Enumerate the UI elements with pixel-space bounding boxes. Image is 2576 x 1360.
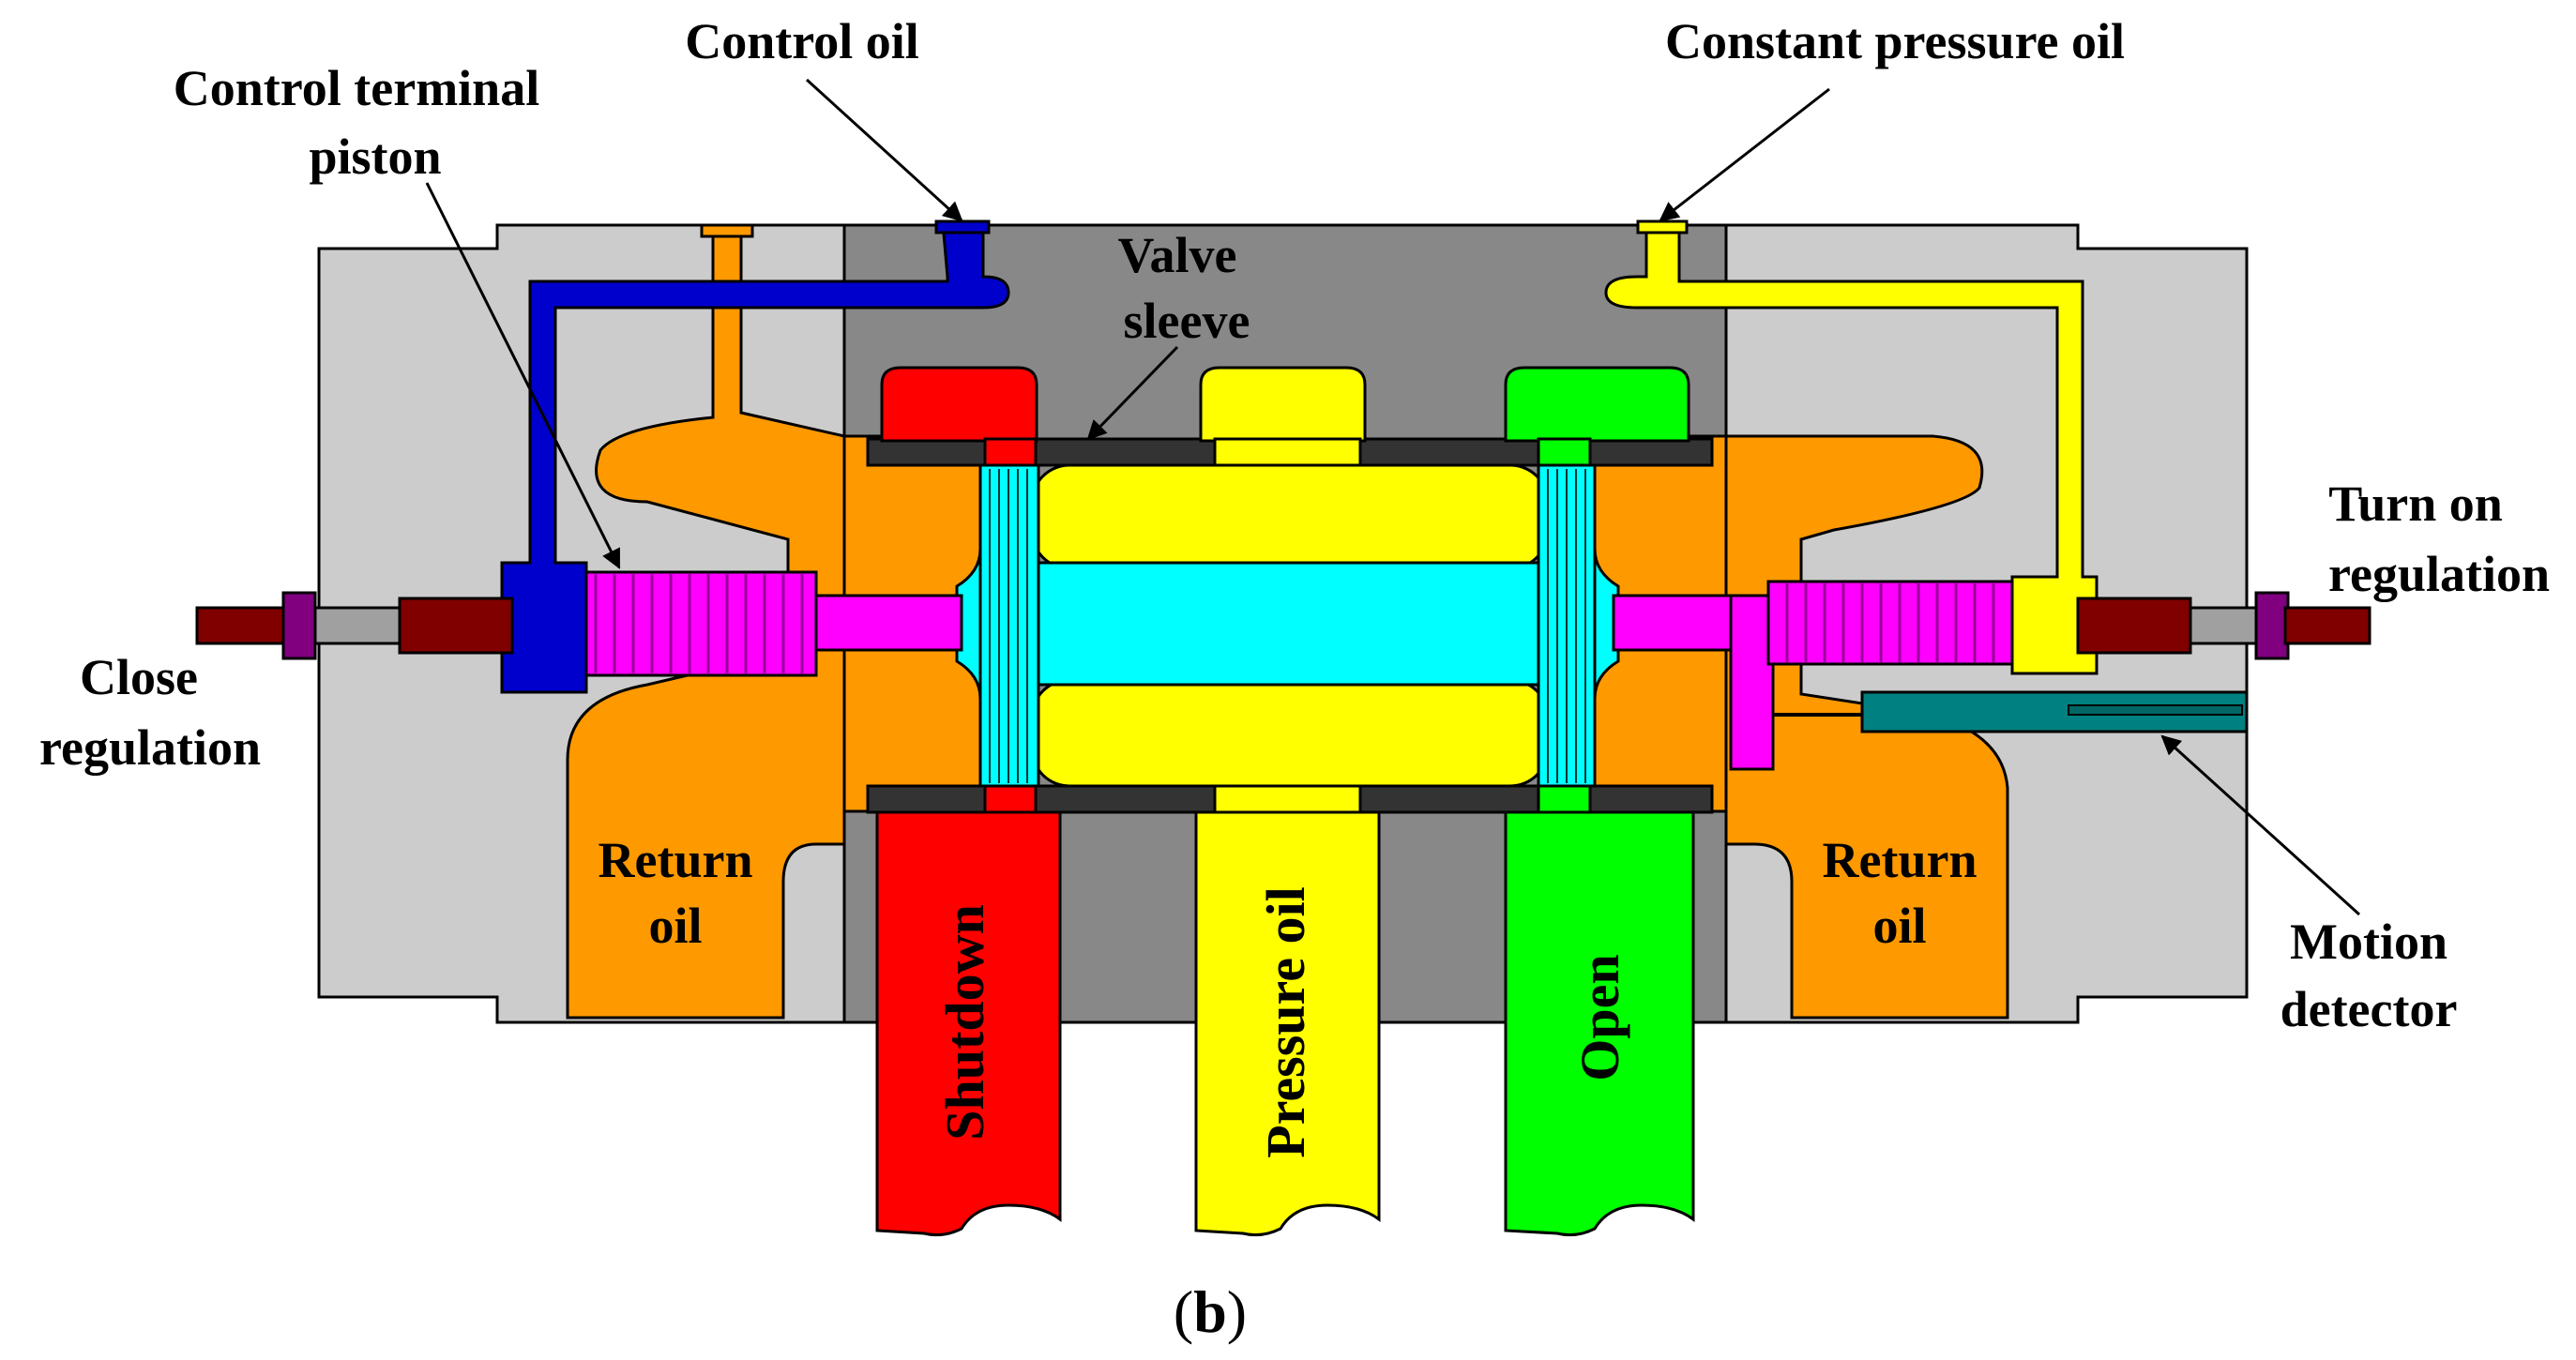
control-terminal-piston-right [1766,580,2042,666]
control-oil-label: Control oil [685,13,919,69]
spool-left-neck [955,548,982,700]
close-regulation-label-line2: regulation [39,719,261,776]
right-piston-rod-stem [1729,594,1775,771]
return-oil-right-label-line1: Return [1823,832,1977,888]
open-port-neck [1537,437,1592,467]
open-port-neck-bottom [1537,784,1592,814]
open-label: Open [1569,954,1630,1080]
valve-sleeve-label-line2: sleeve [1124,293,1250,349]
spool-right-neck [1593,548,1620,700]
left-adjust-nut [281,591,317,660]
left-adjust-body [398,597,514,655]
figure-paren-open: ( [1174,1278,1193,1345]
constant-pressure-oil-cap [1636,219,1689,234]
pressure-oil-label: Pressure oil [1255,886,1316,1157]
control-terminal-piston-arrow [425,182,621,569]
motion-detector-arrow [2160,734,2361,916]
return-oil-port-left-cap [700,223,754,238]
shutdown-port-top [880,366,1038,443]
motion-detector-slot [2068,704,2243,716]
return-oil-chamber-left [566,228,846,1020]
spool-left-grooves [989,469,1028,783]
left-adjust-screw [195,606,288,645]
pressure-oil-port-top [1199,366,1367,443]
constant-pressure-oil-arrow [1659,87,1830,222]
valve-sleeve-arrow [1086,345,1179,441]
pressure-port-neck-bottom [1213,784,1362,814]
figure-letter: b [1193,1278,1227,1345]
right-piston-ribs [1785,583,2014,662]
left-adjust-shaft [313,606,402,645]
close-regulation-label-line1: Close [80,649,198,705]
control-terminal-piston-label-line1: Control terminal [174,60,539,116]
right-adjust-shaft [2189,606,2267,645]
control-terminal-piston-label-line2: piston [309,128,441,185]
open-port [1504,810,1695,1237]
control-oil-cap [934,219,991,234]
right-adjust-nut [2254,591,2290,660]
motion-detector-label-line1: Motion [2290,914,2447,970]
return-oil-left-label-line1: Return [599,832,753,888]
spool-land-bottom [1030,678,1550,788]
spool-right-grooves [1547,469,1586,783]
turn-on-regulation-label-line1: Turn on [2328,476,2503,532]
shutdown-port-neck [983,437,1038,467]
left-piston-rod [814,594,963,652]
shutdown-port [875,810,1062,1237]
turn-on-regulation-label-line2: regulation [2328,546,2550,602]
pressure-port-neck [1213,437,1362,467]
return-oil-left-label-line2: oil [648,898,702,954]
shutdown-port-neck-bottom [983,784,1038,814]
return-oil-right-label-line2: oil [1872,898,1926,954]
spool-land-top [1030,463,1550,570]
open-port-top [1504,366,1690,443]
motion-detector-label-line2: detector [2281,981,2458,1037]
right-adjust-screw [2283,606,2371,645]
constant-pressure-oil-label: Constant pressure oil [1665,13,2125,69]
shutdown-label: Shutdown [934,904,995,1140]
figure-paren-close: ) [1227,1278,1247,1345]
valve-sleeve-label-line1: Valve [1117,227,1236,283]
pressure-oil-port [1194,810,1381,1237]
figure-panel-label: (b) [1174,1278,1247,1345]
spool-core [1030,561,1550,687]
control-oil-arrow [805,78,963,222]
right-adjust-body [2076,597,2192,655]
